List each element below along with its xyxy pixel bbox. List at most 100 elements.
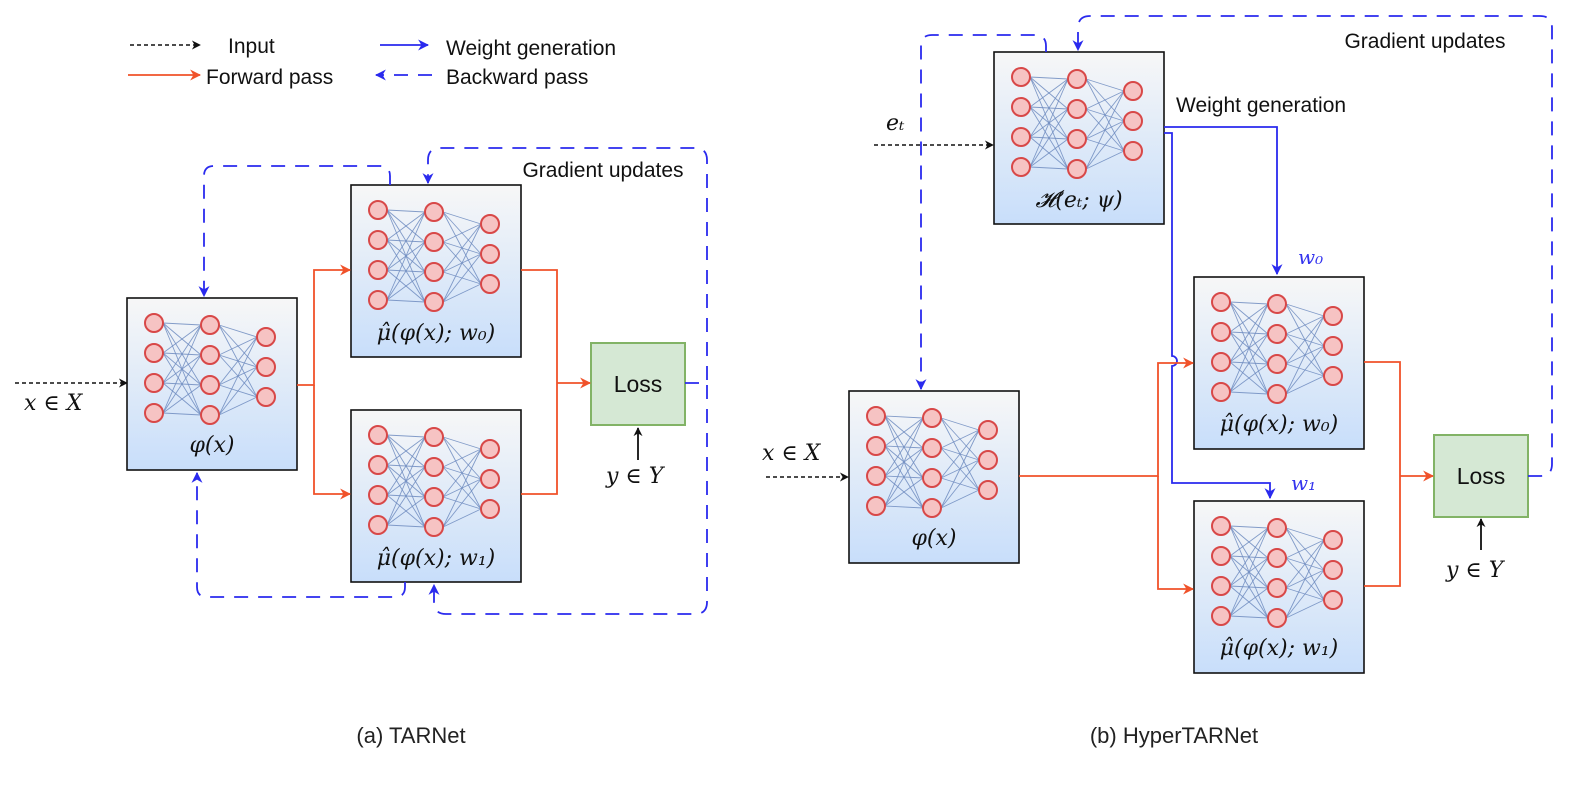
neuron (368, 260, 388, 280)
legend-backward-label: Backward pass (446, 66, 588, 89)
hypertarnet-panel: 𝓗(eₜ; ψ) eₜ φ(x) x ∈ X μ̂(φ(x); w₀) μ̂(φ… (762, 15, 1553, 748)
network-edge (884, 477, 924, 507)
neuron (866, 436, 886, 456)
hyper-backward-to-hypernetwork (1072, 15, 1553, 477)
network-edge (1285, 539, 1325, 589)
neuron (978, 480, 998, 500)
tarnet-head1-network-icon (368, 425, 500, 537)
network-edge (1229, 527, 1269, 617)
network-edge (940, 417, 980, 431)
hypernetwork-label: 𝓗(eₜ; ψ) (1035, 188, 1122, 213)
neuron (424, 292, 444, 312)
neuron (368, 515, 388, 535)
network-edge (884, 417, 924, 507)
tarnet-forward-to-head0 (297, 264, 352, 386)
network-edge (1029, 108, 1069, 168)
network-edge (162, 412, 202, 416)
network-edge (442, 211, 482, 225)
network-edge (162, 354, 202, 414)
network-edge (442, 448, 482, 468)
network-edge (1285, 539, 1325, 559)
network-edge (1229, 527, 1269, 557)
network-edge (442, 448, 482, 498)
weight-gen-label: Weight generation (1176, 94, 1346, 117)
network-edge (1029, 78, 1069, 138)
neuron (144, 313, 164, 333)
network-edge (442, 283, 482, 303)
network-edge (884, 415, 924, 419)
network-edge (386, 436, 426, 466)
neuron (1211, 322, 1231, 342)
neuron (480, 469, 500, 489)
hyper-loss-box: Loss (1433, 434, 1529, 518)
network-edge (1029, 138, 1069, 168)
legend: Input Weight generation Forward pass Bac… (128, 35, 616, 89)
neuron (866, 406, 886, 426)
hyper-forward-heads-merge (1364, 361, 1401, 587)
neuron (1011, 97, 1031, 117)
tarnet-panel: x ∈ X φ(x) μ̂(φ(x); w₀) μ̂(φ(x); w₁) Los… (15, 147, 708, 748)
neuron (424, 202, 444, 222)
tarnet-encoder-network-icon (144, 313, 276, 425)
network-edge (162, 324, 202, 414)
neuron (480, 244, 500, 264)
neuron (866, 466, 886, 486)
neuron (424, 262, 444, 282)
hyper-backward-to-encoder (915, 34, 1047, 391)
neuron (1211, 352, 1231, 372)
weight-gen-to-head0 (1164, 126, 1283, 276)
network-edge (884, 417, 924, 477)
network-edge (386, 496, 426, 526)
neuron (922, 438, 942, 458)
neuron (368, 200, 388, 220)
network-edge (1085, 90, 1125, 170)
network-edge (386, 524, 426, 528)
hyper-head1-box: μ̂(φ(x); w₁) (1193, 500, 1365, 674)
network-edge (162, 384, 202, 414)
network-edge (1285, 527, 1325, 541)
w0-label: w₀ (1298, 245, 1323, 269)
neuron (1267, 518, 1287, 538)
neuron (480, 499, 500, 519)
neuron (1211, 606, 1231, 626)
hyper-input-label: eₜ (886, 111, 905, 136)
w1-label: w₁ (1291, 471, 1316, 495)
hyper-target-label: y ∈ Y (1445, 558, 1506, 583)
network-edge (1085, 90, 1125, 110)
neuron (144, 403, 164, 423)
neuron (866, 496, 886, 516)
network-edge (218, 336, 258, 356)
legend-input-label: Input (228, 35, 275, 58)
hyper-encoder-network-icon (866, 406, 998, 518)
neuron (1211, 516, 1231, 536)
neuron (200, 315, 220, 335)
network-edge (162, 324, 202, 354)
network-edge (1285, 315, 1325, 335)
network-edge (940, 429, 980, 509)
neuron (1067, 99, 1087, 119)
neuron (922, 408, 942, 428)
neuron (424, 232, 444, 252)
network-edge (386, 211, 426, 271)
network-edge (1229, 527, 1269, 587)
neuron (1211, 576, 1231, 596)
network-edge (386, 436, 426, 526)
neuron (256, 357, 276, 377)
neuron (1123, 111, 1143, 131)
network-edge (1085, 78, 1125, 92)
network-edge (218, 336, 258, 386)
hypernetwork-box: 𝓗(eₜ; ψ) (993, 51, 1165, 225)
network-edge (1285, 569, 1325, 619)
tarnet-caption: (a) TARNet (356, 723, 465, 748)
hyper-encoder-box: φ(x) (848, 390, 1020, 564)
network-edge (162, 322, 202, 326)
neuron (1211, 382, 1231, 402)
neuron (1323, 366, 1343, 386)
network-edge (218, 366, 258, 416)
neuron (1323, 336, 1343, 356)
neuron (1323, 590, 1343, 610)
hypernetwork-network-icon (1011, 67, 1143, 179)
network-edge (1285, 303, 1325, 317)
neuron (256, 327, 276, 347)
network-edge (442, 436, 482, 450)
